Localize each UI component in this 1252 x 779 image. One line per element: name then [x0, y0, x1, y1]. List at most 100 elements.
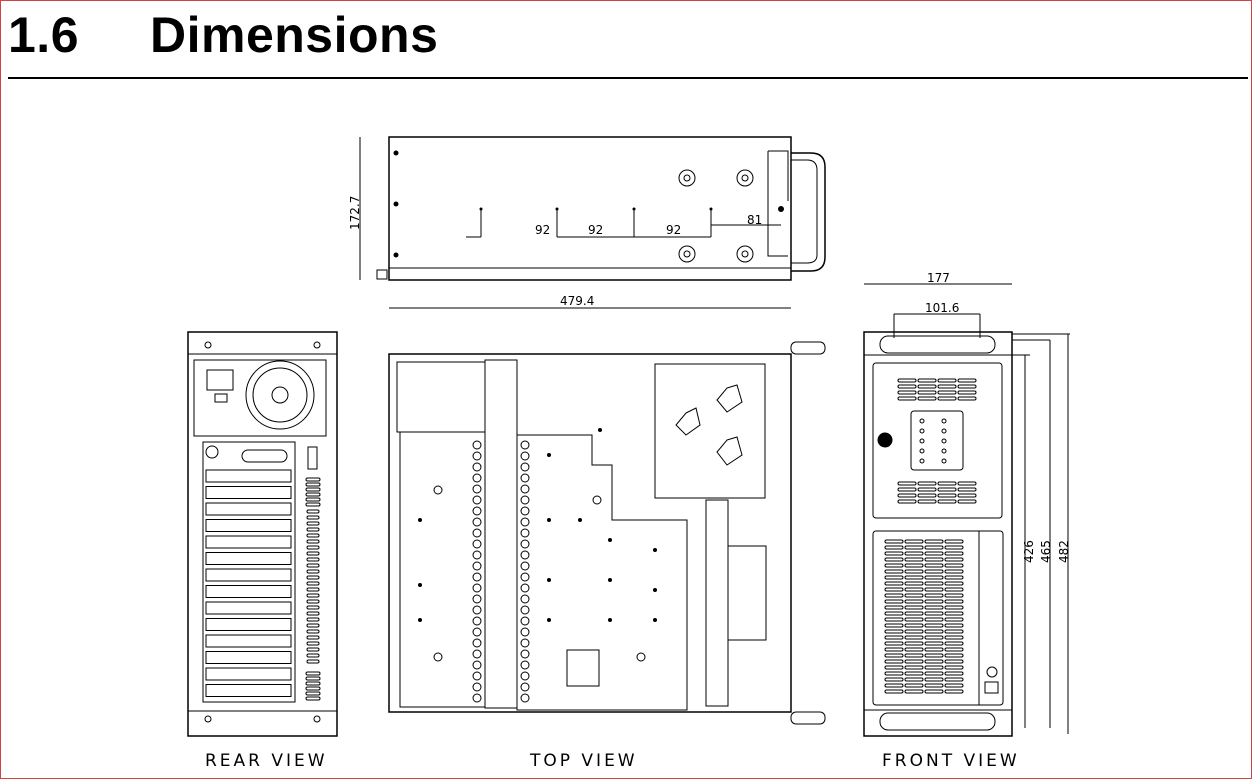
- vent-slot: [306, 659, 320, 664]
- vent-slot: [917, 493, 937, 498]
- screw-hole: [547, 618, 551, 622]
- card-retainer: [520, 660, 530, 670]
- vent-slot: [904, 659, 924, 664]
- vent-slot: [944, 665, 964, 670]
- vent-slot: [884, 575, 904, 580]
- vent-slot: [306, 593, 320, 598]
- rear-view-label: REAR VIEW: [205, 751, 328, 771]
- vent-slot: [904, 677, 924, 682]
- expansion-slot: [205, 585, 292, 598]
- vent-slot: [884, 653, 904, 658]
- vent-slot: [904, 689, 924, 694]
- card-retainer: [472, 693, 482, 703]
- screw-hole: [418, 583, 422, 587]
- vent-slot: [884, 551, 904, 556]
- screw-hole: [598, 428, 602, 432]
- handle-spacing-dim: 101.6: [925, 301, 959, 315]
- vent-slot: [884, 563, 904, 568]
- vent-slot: [944, 563, 964, 568]
- card-retainer: [520, 616, 530, 626]
- vent-slot: [944, 629, 964, 634]
- card-retainer: [472, 517, 482, 527]
- vent-slot: [306, 605, 320, 610]
- screw-hole: [418, 618, 422, 622]
- vent-slot: [957, 499, 977, 504]
- vent-slot: [306, 539, 320, 544]
- vent-slot: [897, 499, 917, 504]
- vent-slot: [904, 575, 924, 580]
- vent-slot: [944, 635, 964, 640]
- vent-slot: [937, 390, 957, 395]
- vent-slot: [904, 671, 924, 676]
- vent-slot: [884, 611, 904, 616]
- top-view-label: TOP VIEW: [529, 751, 638, 771]
- expansion-slot: [205, 651, 292, 664]
- vent-slot: [957, 493, 977, 498]
- vent-slot: [924, 617, 944, 622]
- vent-slot: [937, 499, 957, 504]
- spacing-dim-4: 81: [747, 213, 762, 227]
- vent-slot: [924, 569, 944, 574]
- vent-slot: [884, 683, 904, 688]
- vent-slot: [924, 599, 944, 604]
- vent-slot: [305, 696, 321, 701]
- card-retainer: [520, 462, 530, 472]
- vent-slot: [306, 623, 320, 628]
- expansion-slot: [205, 667, 292, 681]
- vent-slot: [306, 629, 320, 634]
- card-retainer: [520, 451, 530, 461]
- card-retainer: [472, 495, 482, 505]
- screw-hole: [547, 453, 551, 457]
- vent-slot: [944, 611, 964, 616]
- vent-slot: [924, 677, 944, 682]
- vent-slot: [884, 557, 904, 562]
- vent-slot: [944, 677, 964, 682]
- card-retainer: [472, 484, 482, 494]
- vent-slot: [305, 497, 321, 502]
- card-retainer: [520, 539, 530, 549]
- screw-hole: [418, 518, 422, 522]
- screw-hole: [608, 538, 612, 542]
- vent-slot: [884, 635, 904, 640]
- vent-slot: [884, 539, 904, 544]
- card-retainer: [520, 594, 530, 604]
- vent-slot: [884, 689, 904, 694]
- vent-slot: [924, 665, 944, 670]
- screw-hole: [547, 578, 551, 582]
- vent-slot: [917, 487, 937, 492]
- led-indicator: [941, 458, 947, 464]
- card-retainer: [520, 649, 530, 659]
- card-retainer: [472, 473, 482, 483]
- vent-slot: [917, 390, 937, 395]
- vent-slot: [924, 605, 944, 610]
- card-retainer: [520, 517, 530, 527]
- vent-slot: [306, 569, 320, 574]
- vent-slot: [884, 647, 904, 652]
- vent-slot: [924, 557, 944, 562]
- vent-slot: [944, 641, 964, 646]
- front-width-dim: 177: [927, 271, 950, 285]
- card-retainer: [472, 649, 482, 659]
- vent-slot: [306, 587, 320, 592]
- vent-slot: [944, 593, 964, 598]
- vent-slot: [904, 593, 924, 598]
- vent-slot: [924, 635, 944, 640]
- vent-slot: [924, 581, 944, 586]
- expansion-slot: [205, 618, 292, 631]
- expansion-slot: [205, 684, 292, 697]
- vent-slot: [904, 683, 924, 688]
- vent-slot: [924, 641, 944, 646]
- screw-hole: [547, 518, 551, 522]
- vent-slot: [944, 587, 964, 592]
- vent-slot: [924, 587, 944, 592]
- card-retainer: [520, 528, 530, 538]
- vent-slot: [904, 545, 924, 550]
- vent-slot: [305, 492, 321, 497]
- heading-rule: [8, 77, 1248, 79]
- screw-hole: [608, 618, 612, 622]
- vent-slot: [924, 689, 944, 694]
- led-indicator: [919, 448, 925, 454]
- vent-slot: [305, 681, 321, 686]
- vent-slot: [904, 605, 924, 610]
